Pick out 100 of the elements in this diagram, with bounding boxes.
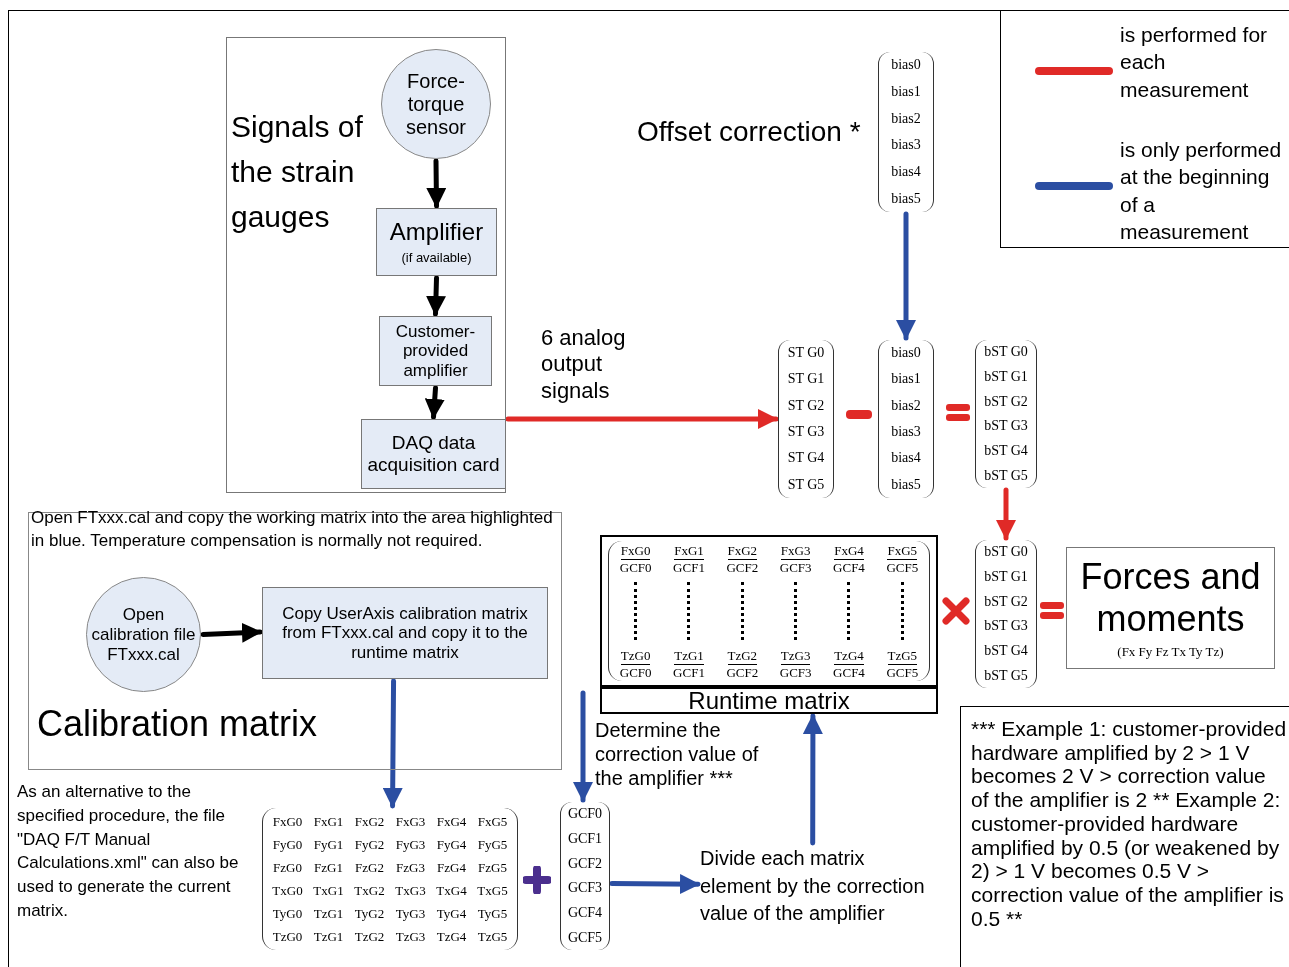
matrix-entry: FzG2 [355,859,384,876]
matrix-entry: FxG2 [354,813,385,830]
matrix-entry: TzG1 [313,928,344,945]
matrix-entry: GCF4 [833,665,865,681]
matrix-entry: TzG4 [834,648,864,665]
matrix-entry: bias0 [891,345,921,362]
matrix-entry: FzG3 [396,859,425,876]
matrix-entry: TzG1 [674,648,704,665]
matrix-entry: TxG5 [477,882,508,899]
matrix-entry: FyG1 [313,836,344,853]
node-text: DAQ data acquisition card [366,432,501,476]
matrix-entry: GCF5 [886,665,919,681]
node-text: Customer-provided amplifier [394,321,477,381]
matrix-entry: FxG0 [272,813,303,830]
matrix-entry: TxG4 [436,882,467,899]
node-text: Amplifier [389,217,484,246]
matrix-entry: GCF3 [779,665,812,681]
matrix-entry: bST G5 [984,467,1028,484]
matrix-entry: bias5 [891,476,921,493]
node-text: Forces and moments [1079,556,1262,639]
arrow [426,275,446,317]
matrix-entry: GCF0 [619,560,652,576]
matrix-entry: GCF5 [567,929,603,946]
matrix-entry: bias4 [891,163,921,180]
matrix-entry: bST G1 [984,569,1028,585]
matrix-entry: ST G2 [787,397,825,414]
matrix-entry: GCF1 [567,831,603,847]
matrix-entry: TxG3 [395,882,426,899]
arrow [802,713,823,846]
matrix-entry: FxG1 [674,543,704,560]
note-box [960,706,1289,967]
matrix-entry: GCF4 [567,904,603,921]
arrow [200,622,263,643]
arrow [996,487,1016,541]
matrix-entry: bST G5 [984,667,1028,684]
group-box [28,512,562,770]
matrix-entry: bST G4 [984,642,1028,659]
matrix-entry: FzG4 [437,859,466,876]
legend-text: is performed for each measurement [1120,22,1269,103]
matrix-entry: FyG0 [272,836,303,853]
matrix-entry: FyG2 [354,836,385,853]
arrow [505,409,779,429]
node-subtext: (if available) [401,251,472,267]
node-text: Copy UserAxis calibration matrix from FTxxx.cal and copy it to the runtime matrix [281,603,529,663]
matrix-entry: bias1 [891,84,921,100]
node-text: Open calibration file FTxxx.cal [90,604,197,665]
matrix-entry: TxG2 [354,882,385,899]
legend-text: is only performed at the beginning of a measurement [1120,137,1283,245]
matrix-entry: TzG0 [272,928,303,945]
matrix-entry: GCF0 [567,806,603,823]
matrix-entry: bias5 [891,190,921,207]
matrix-entry: FzG1 [314,859,343,876]
matrix-entry: GCF1 [673,560,705,576]
group-box [226,37,506,493]
matrix-entry: bias0 [891,57,921,74]
node-text: Force-torque sensor [405,69,467,139]
instruction-text: Divide each matrix element by the correction value of the amplifier [700,846,926,927]
matrix-entry: TzG5 [477,928,508,945]
matrix-entry: TzG0 [620,648,651,665]
matrix-entry: FyG5 [477,836,508,853]
note-text: *** Example 1: customer-provided hardware amplified by 2 > 1 V becomes 2 V > correction value of the amplifier is 2 ** Example 2: customer-provided hardware amplified by 0.5 (or weakened by 2) > 1 V becomes 0.5 V > correction value of the amplifier is 0.5 ** [971,717,1288,931]
matrix-entry: TzG4 [436,928,467,945]
matrix-entry: TzG2 [727,648,758,665]
arrow [896,211,916,341]
matrix-entry: TyG3 [395,905,426,922]
process-box [379,316,492,386]
matrix-entry: GCF5 [886,560,919,576]
matrix-entry: bias2 [891,110,921,127]
matrix-entry: TyG2 [354,905,385,922]
matrix-entry: bias1 [891,371,921,388]
matrix-entry: bST G3 [984,418,1028,435]
matrix-entry: TzG3 [395,928,426,945]
matrix-entry: FxG0 [620,543,651,560]
arrow [609,874,701,895]
matrix-entry: bST G3 [984,618,1028,635]
matrix-entry: ST G1 [787,371,825,388]
arrow [382,678,403,809]
matrix-entry: bST G2 [984,593,1028,610]
matrix-entry: FxG5 [477,813,508,830]
matrix-entry: GCF2 [726,560,759,576]
matrix-entry: ST G4 [787,450,825,467]
matrix-entry: FxG3 [395,813,426,830]
matrix-entry: bias3 [891,424,921,441]
group-title: Calibration matrix [37,703,319,745]
matrix-entry: FxG1 [313,813,344,830]
node-caption: Offset correction * [637,116,862,148]
group-title: Signals of the strain gauges [231,109,364,235]
process-box [1066,547,1275,669]
arrow [424,385,445,420]
matrix-entry: GCF3 [567,880,603,897]
matrix-entry: FzG0 [273,859,302,876]
matrix-entry: bias2 [891,397,921,414]
matrix-entry: GCF0 [619,665,652,681]
matrix-entry: TzG5 [887,648,918,665]
matrix-entry: bias4 [891,450,921,467]
matrix-entry: FxG3 [780,543,811,560]
matrix-entry: TxG1 [313,882,344,899]
matrix-entry: TxG0 [272,882,303,899]
node-text: Runtime matrix [688,688,850,713]
matrix-entry: FxG5 [887,543,918,560]
